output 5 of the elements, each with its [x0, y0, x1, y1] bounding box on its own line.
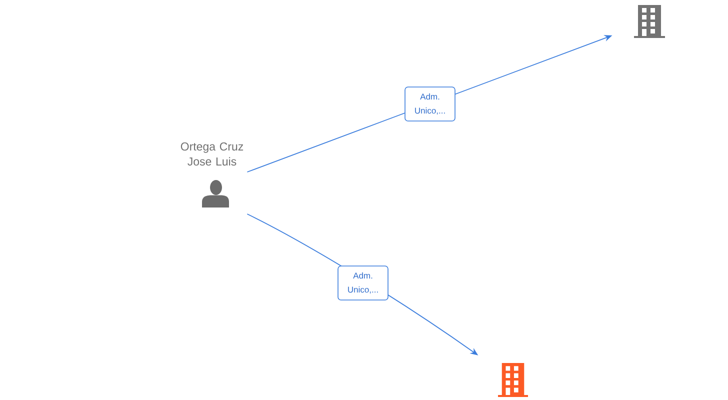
edge-label: Adm. Unico,... [338, 266, 388, 300]
person-name: Ortega Cruz Jose Luis [180, 142, 244, 166]
edge-label: Adm. Unico,... [404, 86, 456, 122]
building-icon [634, 5, 665, 38]
building-icon [498, 363, 528, 397]
